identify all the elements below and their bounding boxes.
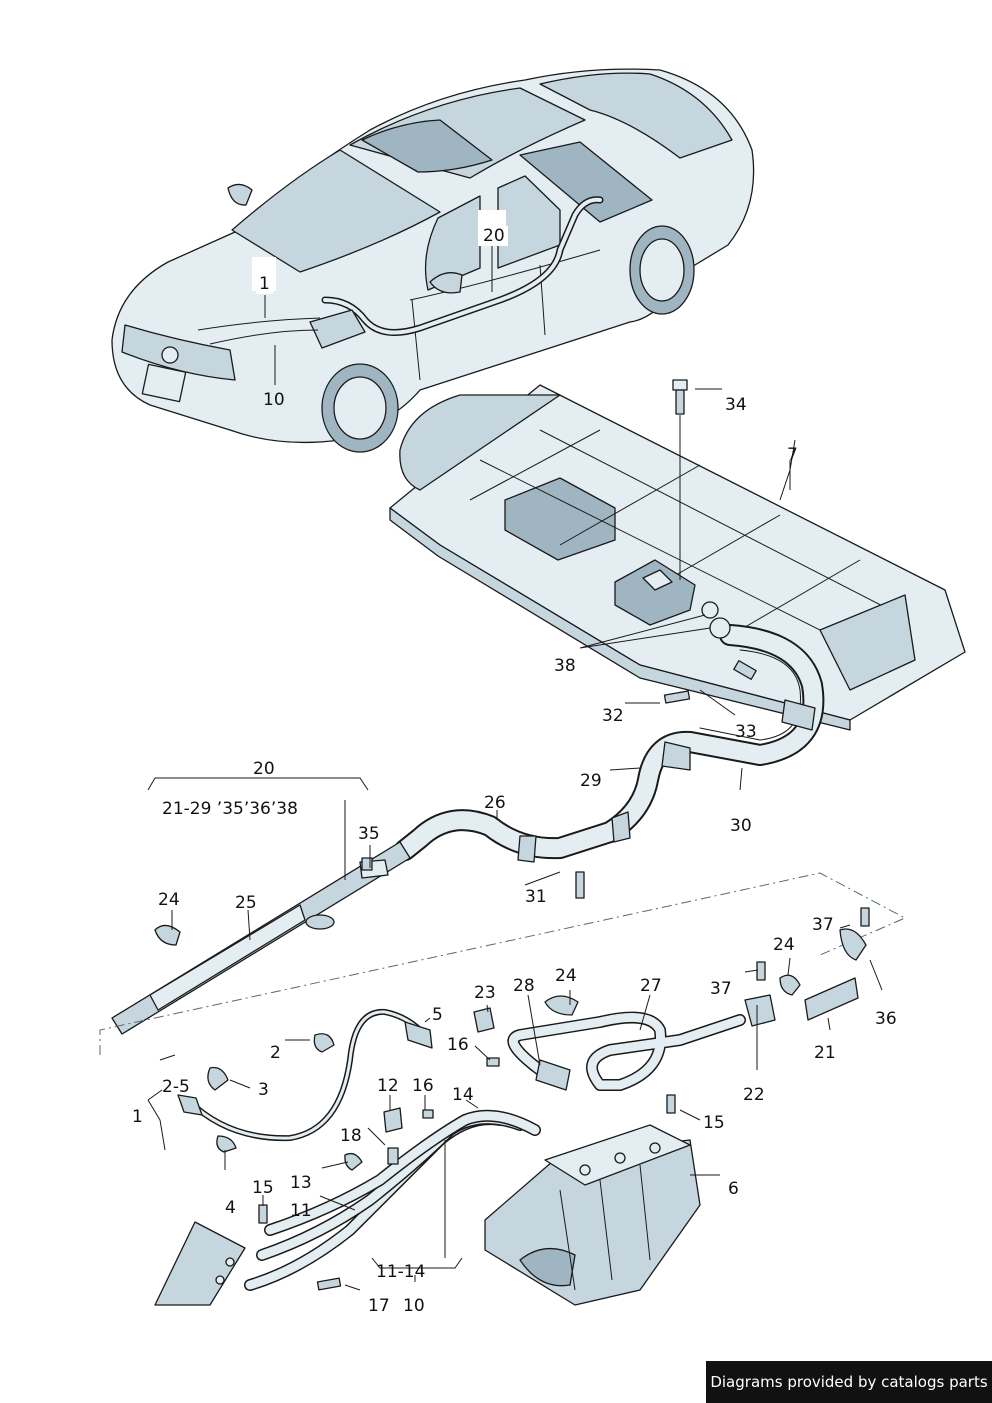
callout-35: 35 [358,824,380,844]
callout-6: 6 [728,1179,739,1199]
callout-4: 4 [225,1198,236,1218]
front-harness [147,1008,433,1153]
callout-26: 26 [484,793,506,813]
bolt-15-right [666,1094,676,1114]
car-illustration [111,68,755,453]
callout-12: 12 [377,1076,399,1096]
callout-14: 14 [452,1085,474,1105]
clip-12 [383,1107,403,1133]
callout-31: 31 [525,887,547,907]
callout-24-right: 24 [555,966,577,986]
callout-5: 5 [432,1005,443,1025]
callout-25: 25 [235,893,257,913]
bolt-17 [316,1277,342,1291]
callout-2-5: 2-5 [162,1077,190,1097]
bolt-33 [733,660,757,680]
rear-hv-cable [394,601,825,863]
hv-cable-set [154,1109,541,1306]
callout-16-a: 16 [447,1035,469,1055]
callout-18: 18 [340,1126,362,1146]
callout-38: 38 [554,656,576,676]
callout-33: 33 [735,722,757,742]
credit-banner: Diagrams provided by catalogs parts [706,1361,992,1403]
callout-24-mid: 24 [773,935,795,955]
callout-10-car: 10 [263,390,285,410]
callout-36: 36 [875,1009,897,1029]
callout-17: 17 [368,1296,390,1316]
callout-10: 10 [403,1296,425,1316]
charging-cable-loop [507,928,867,1091]
power-electronics-module [484,1124,701,1306]
group-boundary [99,872,907,1055]
callout-7: 7 [787,445,798,465]
callout-32: 32 [602,706,624,726]
bolt-32 [663,690,691,704]
clip-24-mid [544,995,579,1016]
callout-15-right: 15 [703,1113,725,1133]
callout-1: 1 [132,1107,143,1127]
callout-13: 13 [290,1173,312,1193]
bolt-37-mid [756,961,766,981]
bolt-31 [575,871,585,899]
callout-24-left: 24 [158,890,180,910]
bolt-16-b [422,1109,434,1119]
callout-29: 29 [580,771,602,791]
callout-21: 21 [814,1043,836,1063]
callout-37-mid: 37 [710,979,732,999]
fasteners [154,379,870,1291]
callout-11-14: 11-14 [376,1262,426,1282]
callout-34: 34 [725,395,747,415]
callout-20-car: 20 [480,226,508,246]
callout-1-car: 1 [256,274,273,294]
callout-30: 30 [730,816,752,836]
callout-3: 3 [258,1080,269,1100]
callout-16-b: 16 [412,1076,434,1096]
callout-27: 27 [640,976,662,996]
callout-2: 2 [270,1043,281,1063]
clip-24-right [779,974,801,996]
battery-tray [389,384,966,731]
clip-23 [473,1007,495,1033]
callout-20-range: 21-29 ’35’36’38 [162,799,298,819]
bolt-34 [672,379,688,415]
callout-28: 28 [513,976,535,996]
callout-22: 22 [743,1085,765,1105]
clip-35 [361,857,373,871]
bolt-16-a [486,1057,500,1067]
callout-37-top: 37 [812,915,834,935]
callout-15-left: 15 [252,1178,274,1198]
clip-13 [344,1152,363,1171]
bolt-37-top [860,907,870,927]
callout-20-group: 20 [253,759,275,779]
sill-cable-channel [111,841,411,1035]
bolt-15-left [258,1204,268,1224]
callout-23: 23 [474,983,496,1003]
callout-11: 11 [290,1201,312,1221]
leader-lines [147,388,883,1291]
bolt-18 [387,1147,399,1165]
clip-24-left [154,924,181,946]
